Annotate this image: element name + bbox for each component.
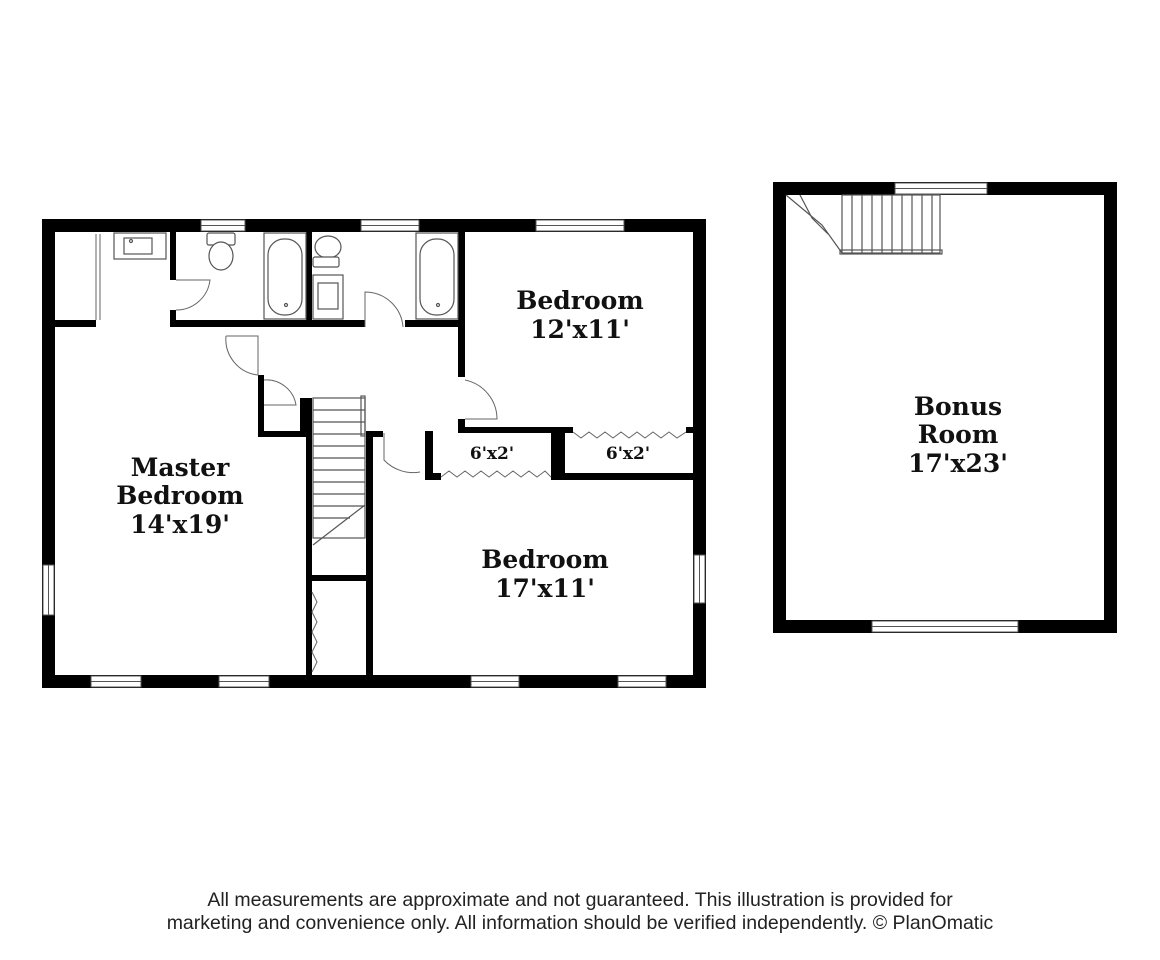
exterior-wall-right: [1104, 182, 1117, 633]
exterior-wall-left: [773, 182, 786, 633]
vanity: [113, 232, 167, 260]
room-label-master: Bedroom: [116, 481, 244, 510]
interior-wall: [300, 398, 306, 437]
interior-wall: [306, 232, 312, 327]
interior-wall: [258, 375, 264, 437]
sink: [123, 237, 153, 255]
interior-wall: [551, 473, 693, 480]
interior-wall: [405, 320, 465, 327]
disclaimer-text: All measurements are approximate and not…: [0, 889, 1160, 935]
disclaimer-line: All measurements are approximate and not…: [207, 889, 953, 911]
door-swing: [364, 291, 404, 328]
room-dimensions-bedroom-ne: 12'x11': [530, 315, 630, 344]
room-label-bonus: Bonus: [914, 392, 1002, 421]
interior-wall: [306, 398, 312, 675]
interior-wall: [458, 232, 465, 377]
door-swing: [225, 335, 259, 376]
interior-wall: [465, 427, 573, 433]
room-label-master: Master: [131, 453, 230, 482]
closet-dimensions-left: 6'x2': [470, 444, 514, 464]
sink: [317, 282, 339, 310]
closet-dimensions-right: 6'x2': [606, 444, 650, 464]
interior-wall: [425, 473, 441, 480]
room-dimensions-bonus: 17'x23': [908, 449, 1008, 478]
staircase: [785, 194, 943, 255]
bifold-door: [440, 470, 552, 478]
exterior-wall-right: [693, 219, 706, 688]
bifold-door: [572, 431, 687, 439]
door-swing: [464, 379, 498, 420]
interior-wall: [170, 232, 176, 280]
staircase: [312, 395, 366, 546]
bifold-door: [311, 591, 318, 673]
toilet-bowl: [314, 235, 342, 259]
toilet-tank: [312, 256, 340, 268]
room-dimensions-bedroom-s: 17'x11': [495, 574, 595, 603]
main-floor: Master Bedroom 14'x19' Bedroom 12'x11' B…: [42, 219, 706, 688]
interior-wall: [170, 320, 365, 327]
interior-wall: [258, 431, 310, 437]
room-label-bonus: Room: [918, 420, 999, 449]
room-label-bedroom-s: Bedroom: [481, 545, 609, 574]
disclaimer-line: marketing and convenience only. All info…: [166, 912, 994, 934]
interior-wall: [373, 431, 383, 437]
interior-wall: [425, 431, 433, 479]
interior-wall: [306, 575, 370, 581]
room-label-bedroom-ne: Bedroom: [516, 286, 644, 315]
exterior-wall-left: [42, 219, 55, 688]
toilet-bowl: [208, 241, 234, 271]
interior-wall: [686, 427, 693, 433]
interior-wall: [55, 320, 96, 327]
interior-wall: [551, 431, 565, 479]
bonus-floor: Bonus Room 17'x23': [773, 182, 1117, 633]
room-dimensions-master: 14'x19': [130, 510, 230, 539]
interior-wall: [170, 310, 176, 327]
door-swing: [383, 433, 421, 474]
door-swing: [175, 279, 211, 311]
interior-wall: [366, 431, 373, 675]
exterior-wall-bottom: [42, 675, 706, 688]
interior-wall: [458, 419, 465, 433]
door-swing: [263, 379, 297, 406]
